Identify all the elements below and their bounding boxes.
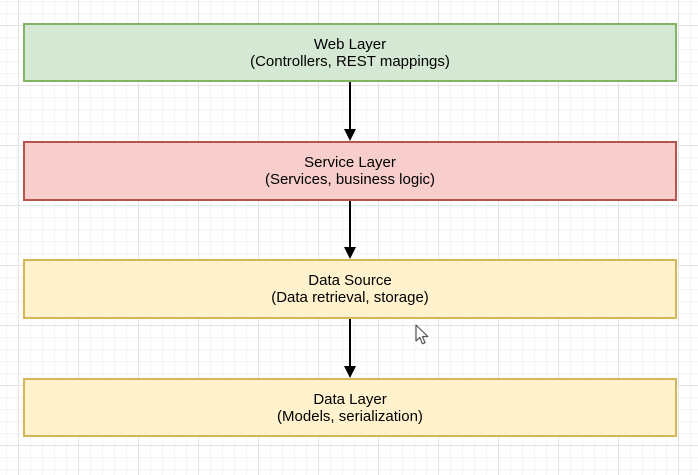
connector-arrow-web-to-service[interactable] xyxy=(343,82,357,141)
node-title: Service Layer xyxy=(304,154,396,171)
connector-arrow-datasource-to-datalayer[interactable] xyxy=(343,319,357,378)
connector-line xyxy=(349,319,351,367)
node-title: Data Layer xyxy=(313,390,387,408)
arrowhead-down-icon xyxy=(344,129,356,141)
node-title: Data Source xyxy=(308,272,392,289)
connector-arrow-service-to-datasource[interactable] xyxy=(343,201,357,259)
arrowhead-down-icon xyxy=(344,366,356,378)
node-subtitle: (Data retrieval, storage) xyxy=(271,289,429,306)
mouse-cursor-icon xyxy=(415,324,429,345)
arrowhead-down-icon xyxy=(344,247,356,259)
node-subtitle: (Services, business logic) xyxy=(264,171,436,188)
diagram-node-web-layer[interactable]: Web Layer (Controllers, REST mappings) xyxy=(23,23,677,82)
node-subtitle: (Models, serialization) xyxy=(277,407,423,425)
connector-line xyxy=(349,201,351,248)
diagram-node-data-source[interactable]: Data Source (Data retrieval, storage) xyxy=(23,259,677,319)
connector-line xyxy=(349,82,351,130)
diagram-node-data-layer[interactable]: Data Layer (Models, serialization) xyxy=(23,378,677,437)
node-title: Web Layer xyxy=(313,35,387,53)
node-subtitle: (Controllers, REST mappings) xyxy=(250,52,450,70)
diagram-node-service-layer[interactable]: Service Layer (Services, business logic) xyxy=(23,141,677,201)
